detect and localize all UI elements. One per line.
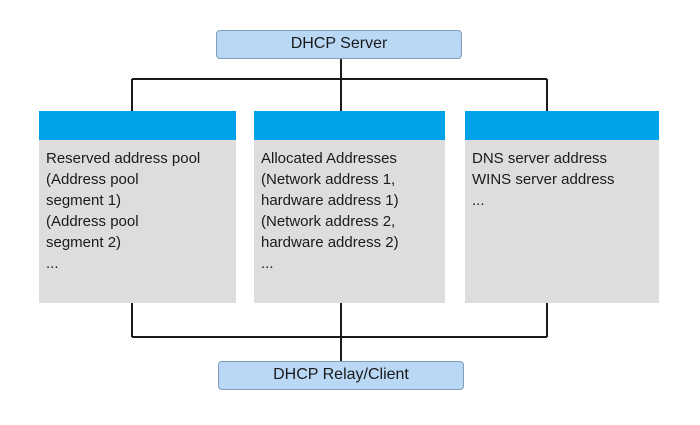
server-options-card-header: [465, 111, 659, 140]
card-line: (Network address 1,: [261, 171, 396, 188]
card-line: (Network address 2,: [261, 213, 396, 230]
server-options-card-body: DNS server address WINS server address .…: [465, 140, 659, 211]
server-options-card: DNS server address WINS server address .…: [465, 111, 659, 303]
card-line: Allocated Addresses: [261, 150, 397, 167]
card-line: hardware address 1): [261, 192, 399, 209]
address-pool-card-body: Reserved address pool (Address pool segm…: [39, 140, 236, 274]
card-line: (Address pool: [46, 213, 139, 230]
allocated-addresses-card: Allocated Addresses (Network address 1, …: [254, 111, 445, 303]
card-line: segment 1): [46, 192, 122, 209]
card-line: ...: [261, 255, 274, 272]
dhcp-server-node: DHCP Server: [216, 30, 462, 59]
card-line: Reserved address pool: [46, 150, 201, 167]
card-line: DNS server address: [472, 150, 608, 167]
card-line: ...: [46, 255, 59, 272]
allocated-addresses-card-body: Allocated Addresses (Network address 1, …: [254, 140, 445, 274]
card-line: WINS server address: [472, 171, 615, 188]
address-pool-card: Reserved address pool (Address pool segm…: [39, 111, 236, 303]
dhcp-relay-client-node: DHCP Relay/Client: [218, 361, 464, 390]
card-line: (Address pool: [46, 171, 139, 188]
card-line: ...: [472, 192, 485, 209]
card-line: hardware address 2): [261, 234, 399, 251]
allocated-addresses-card-header: [254, 111, 445, 140]
card-line: segment 2): [46, 234, 122, 251]
address-pool-card-header: [39, 111, 236, 140]
